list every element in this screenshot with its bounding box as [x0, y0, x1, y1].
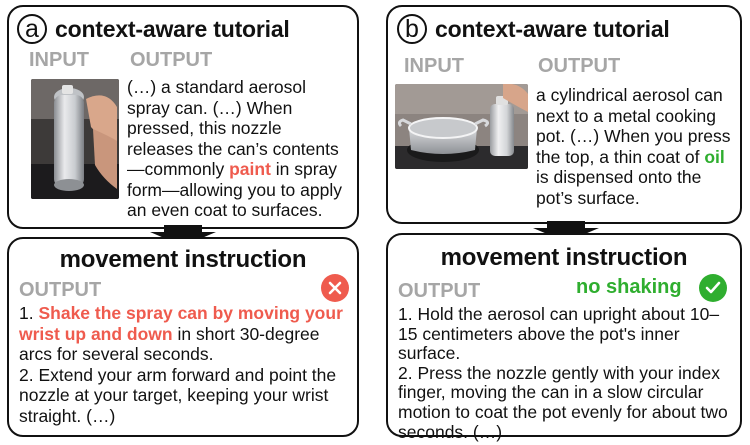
- movement-title-a: movement instruction: [59, 246, 307, 273]
- tutorial-panel-a: a context-aware tutorial INPUT OUTPUT: [7, 5, 359, 229]
- tutorial-title-b: context-aware tutorial: [435, 15, 670, 42]
- tutorial-highlight-paint: paint: [229, 159, 271, 179]
- spray-can-photo-icon: [31, 79, 119, 199]
- movement-a-post: in short 30-degree arcs for several seco…: [19, 323, 320, 365]
- movement-panel-b: movement instruction OUTPUT no shaking 1…: [386, 233, 742, 441]
- tutorial-panel-b: b context-aware tutorial INPUT OUTPUT: [386, 5, 742, 224]
- tutorial-text-a-pre: (…) a standard aerosol spray can. (…) Wh…: [127, 77, 339, 179]
- input-label-b: INPUT: [404, 55, 464, 77]
- flow-arrow-stem-b: [547, 221, 585, 230]
- movement-text-b: 1. Hold the aerosol can upright about 10…: [398, 304, 738, 442]
- tutorial-text-a-post: in spray form—allowing you to apply an e…: [127, 159, 342, 220]
- tutorial-highlight-oil: oil: [704, 146, 725, 167]
- output-label-a: OUTPUT: [130, 49, 213, 71]
- no-shaking-label: no shaking: [576, 276, 682, 298]
- tutorial-text-a: (…) a standard aerosol spray can. (…) Wh…: [127, 77, 352, 221]
- movement-b-line2: 2. Press the nozzle gently with your ind…: [398, 362, 728, 442]
- tutorial-text-b-pre: a cylindrical aerosol can next to a meta…: [536, 85, 731, 167]
- can-and-pot-photo-icon: [395, 84, 528, 169]
- check-circle-icon: [699, 274, 727, 302]
- input-photo-can-and-pot: [395, 84, 528, 169]
- movement-title-b: movement instruction: [440, 244, 688, 271]
- input-label-a: INPUT: [29, 49, 89, 71]
- tutorial-title-a: context-aware tutorial: [55, 15, 290, 42]
- tutorial-title-row-a: a context-aware tutorial: [17, 14, 290, 44]
- x-circle-icon: [321, 274, 349, 302]
- input-photo-spray-can: [31, 79, 119, 199]
- movement-text-a: 1. Shake the spray can by moving your wr…: [19, 303, 354, 426]
- movement-highlight-shake: Shake the spray can by moving your wrist…: [19, 303, 343, 344]
- movement-a-line2: 2. Extend your arm forward and point the…: [19, 364, 337, 426]
- tutorial-text-b: a cylindrical aerosol can next to a meta…: [536, 85, 741, 208]
- movement-panel-a: movement instruction OUTPUT 1. Shake the…: [7, 237, 359, 437]
- movement-a-pre: 1.: [19, 303, 39, 323]
- movement-output-label-b: OUTPUT: [398, 280, 481, 302]
- output-label-b: OUTPUT: [538, 55, 621, 77]
- tutorial-title-row-b: b context-aware tutorial: [397, 14, 670, 44]
- flow-arrow-stem-a: [164, 225, 202, 234]
- movement-b-line1: 1. Hold the aerosol can upright about 10…: [398, 304, 720, 364]
- tutorial-text-b-post: is dispensed onto the pot’s surface.: [536, 167, 702, 208]
- panel-letter-a: a: [17, 14, 47, 44]
- panel-letter-b: b: [397, 14, 427, 44]
- movement-output-label-a: OUTPUT: [19, 279, 102, 301]
